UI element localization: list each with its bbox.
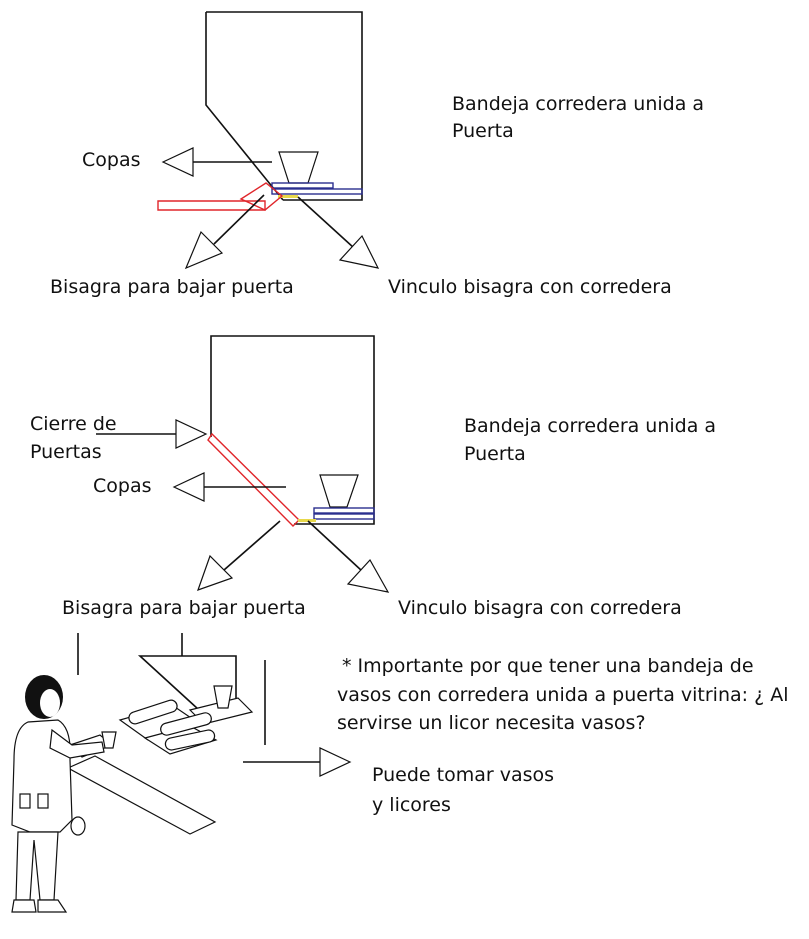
bisagra-arrow-line-1 bbox=[213, 194, 265, 245]
blue-tray-lower-1 bbox=[271, 188, 363, 195]
cabinet-outline-1 bbox=[205, 11, 363, 201]
scene-arrow-icon bbox=[319, 747, 352, 777]
copas-arrow-icon-2 bbox=[172, 472, 205, 502]
title-line2-1: Puerta bbox=[452, 120, 514, 142]
cabinet-outline-2 bbox=[210, 335, 375, 525]
diagram-2: Cierre de Puertas Copas Bisagra para baj… bbox=[30, 335, 716, 619]
vinculo-label-1: Vinculo bisagra con corredera bbox=[388, 276, 672, 298]
title-line1-2: Bandeja corredera unida a bbox=[464, 415, 716, 437]
glass-icon bbox=[213, 685, 233, 709]
bottle bbox=[160, 712, 212, 736]
cierre-label-line2: Puertas bbox=[30, 441, 102, 463]
counter-board bbox=[66, 755, 217, 835]
note-line1: * Importante por que tener una bandeja d… bbox=[342, 655, 754, 677]
copas-label-2: Copas bbox=[93, 475, 152, 497]
copas-arrow-icon-1 bbox=[161, 147, 194, 177]
vinculo-label-2: Vinculo bisagra con corredera bbox=[398, 597, 682, 619]
copas-label-1: Copas bbox=[82, 149, 141, 171]
blue-tray-upper-2 bbox=[313, 507, 375, 514]
bottle bbox=[128, 699, 178, 725]
bisagra-label-1: Bisagra para bajar puerta bbox=[50, 276, 294, 298]
blue-tray-upper-1 bbox=[271, 182, 334, 189]
scene-label-line1: Puede tomar vasos bbox=[372, 764, 554, 786]
bottle bbox=[164, 729, 216, 751]
blue-tray-lower-2 bbox=[313, 513, 375, 520]
red-door-hinge-1 bbox=[239, 182, 284, 211]
yellow-link-2 bbox=[298, 519, 316, 522]
bisagra-arrow-line-2 bbox=[223, 520, 281, 571]
person-icon bbox=[11, 675, 117, 913]
scene-label-line2: y licores bbox=[372, 794, 451, 816]
vinculo-arrow-line-2 bbox=[307, 520, 363, 572]
diagram-1: Copas Bisagra para bajar puerta Vinculo … bbox=[50, 11, 704, 298]
bisagra-arrow-icon-1 bbox=[184, 230, 224, 270]
bisagra-label-2: Bisagra para bajar puerta bbox=[62, 597, 306, 619]
glass-icon bbox=[319, 474, 359, 508]
red-door-2 bbox=[207, 432, 300, 527]
title-line2-2: Puerta bbox=[464, 443, 526, 465]
yellow-link-1 bbox=[278, 195, 298, 198]
title-line1-1: Bandeja corredera unida a bbox=[452, 93, 704, 115]
vinculo-arrow-line-1 bbox=[297, 196, 355, 249]
cierre-arrow-icon bbox=[175, 419, 208, 449]
usage-scene: Puede tomar vasos y licores bbox=[11, 633, 554, 913]
bisagra-arrow-icon-2 bbox=[197, 554, 234, 591]
vinculo-arrow-icon-2 bbox=[346, 558, 390, 593]
importance-note: * Importante por que tener una bandeja d… bbox=[337, 655, 789, 734]
note-line3: servirse un licor necesita vasos? bbox=[337, 712, 646, 734]
note-line2: vasos con corredera unida a puerta vitri… bbox=[337, 684, 789, 706]
vinculo-arrow-icon-1 bbox=[338, 234, 380, 269]
cierre-label-line1: Cierre de bbox=[30, 413, 117, 435]
glass-icon bbox=[278, 151, 319, 184]
